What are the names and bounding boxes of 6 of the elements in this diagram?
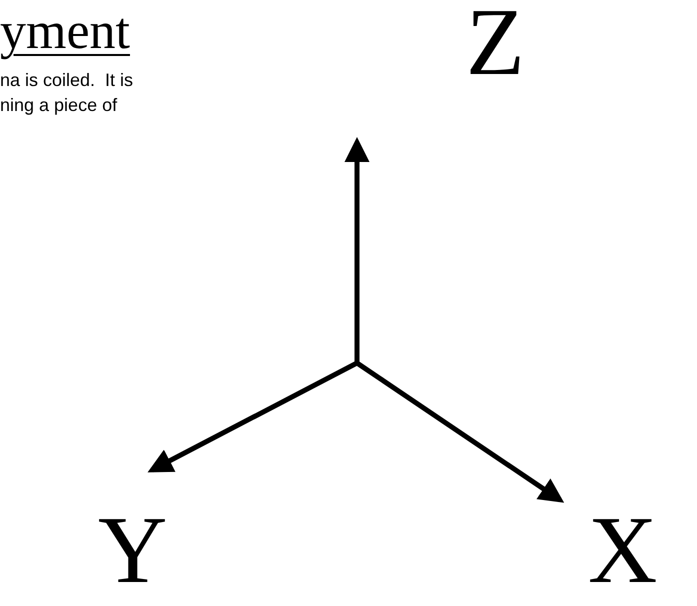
axis-label: X xyxy=(588,500,658,600)
paragraph-text: na is coiled. It is xyxy=(0,69,134,92)
axis-label: Z xyxy=(466,0,525,92)
heading: yment xyxy=(0,2,130,62)
axis-label: Y xyxy=(98,500,168,600)
paragraph-text: ning a piece of xyxy=(0,94,118,117)
